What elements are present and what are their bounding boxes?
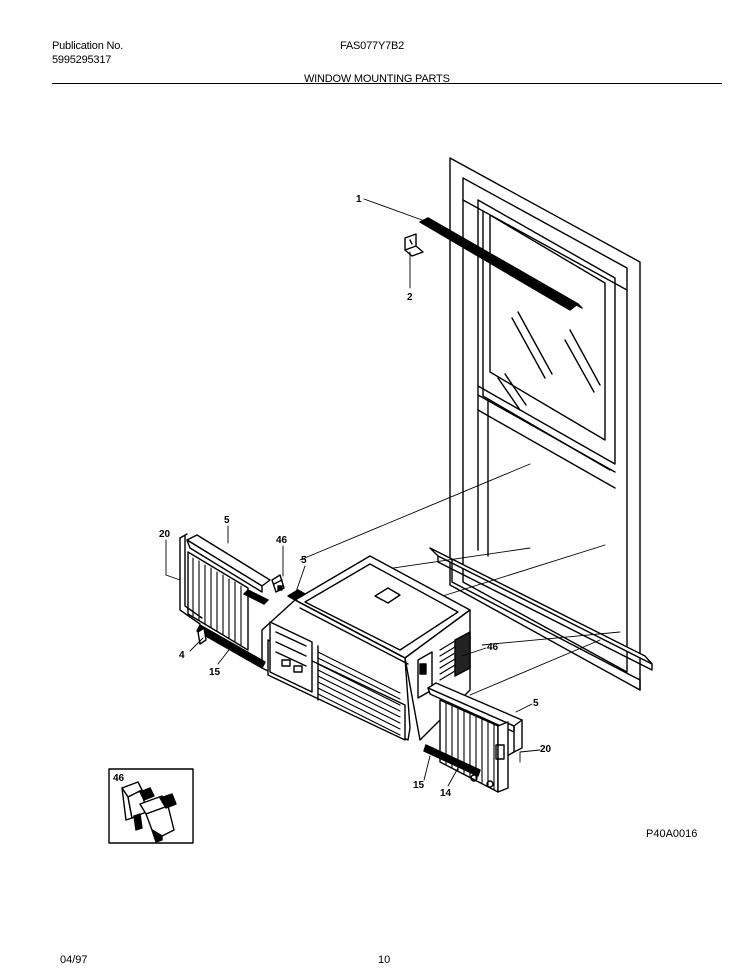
callout-5-left: 5 bbox=[224, 515, 230, 526]
right-accordion-panel bbox=[423, 682, 523, 793]
callout-1: 1 bbox=[356, 194, 362, 205]
model-number: FAS077Y7B2 bbox=[340, 40, 405, 52]
top-seal-strip bbox=[419, 217, 583, 311]
page-number: 10 bbox=[378, 954, 391, 966]
leader-lines bbox=[165, 198, 541, 787]
latch-46-top bbox=[271, 574, 285, 593]
callout-46-inset: 46 bbox=[113, 773, 125, 784]
callout-5-right: 5 bbox=[533, 698, 539, 709]
callout-14: 14 bbox=[440, 788, 452, 799]
callout-15-right: 15 bbox=[413, 780, 425, 791]
callout-2: 2 bbox=[407, 292, 413, 303]
inset-detail-46: 46 bbox=[108, 768, 194, 844]
seal-strip-mid bbox=[287, 589, 306, 601]
figure-code: P40A0016 bbox=[646, 828, 698, 840]
guide-lines bbox=[299, 463, 621, 696]
footer-date: 04/97 bbox=[60, 954, 88, 966]
callout-46-right: 46 bbox=[487, 642, 499, 653]
callout-5-mid: 5 bbox=[301, 555, 307, 566]
mounting-bracket bbox=[404, 233, 424, 257]
header-rule bbox=[52, 83, 722, 84]
publication-number: 5995295317 bbox=[52, 54, 112, 66]
callout-46-top: 46 bbox=[276, 535, 288, 546]
section-title: WINDOW MOUNTING PARTS bbox=[304, 73, 450, 85]
callout-20-right: 20 bbox=[540, 744, 552, 755]
ac-cabinet bbox=[261, 555, 471, 741]
callout-4: 4 bbox=[179, 650, 185, 661]
callout-15-left: 15 bbox=[209, 667, 221, 678]
callout-20-left: 20 bbox=[159, 529, 171, 540]
left-accordion-panel bbox=[179, 533, 271, 669]
publication-label: Publication No. bbox=[52, 40, 123, 52]
